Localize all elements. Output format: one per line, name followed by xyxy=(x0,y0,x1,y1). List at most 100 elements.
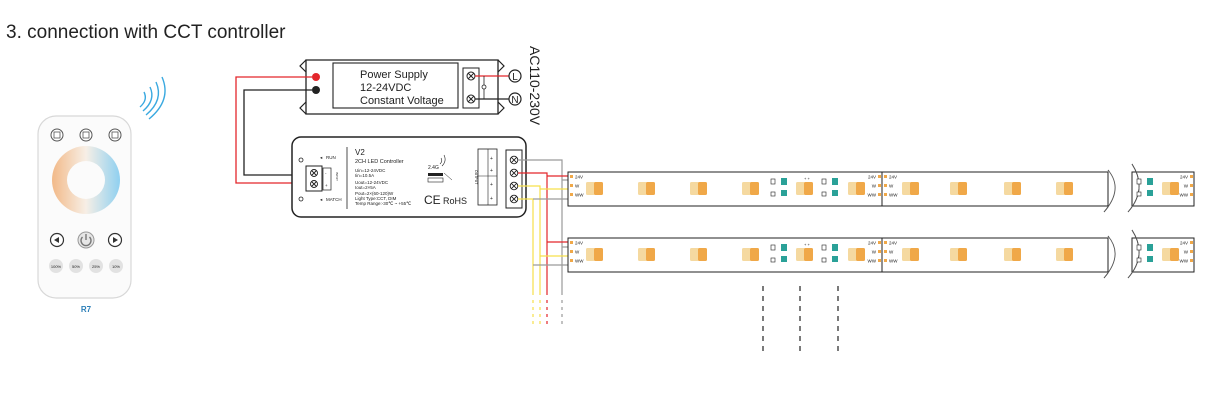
brightness-10-button[interactable] xyxy=(109,259,123,273)
rf-label: 2.4G xyxy=(428,165,439,171)
rohs-mark: RoHS xyxy=(443,196,467,206)
led-chip xyxy=(1004,248,1021,261)
ac-neutral-label: N xyxy=(511,95,518,106)
switch-icon xyxy=(428,173,443,176)
ac-input: L N AC110-230V xyxy=(475,46,543,126)
led-chip xyxy=(848,182,865,195)
cct-controller: - + INPUT ◂ RUN ◂ MATCH V2 2CH LED Contr… xyxy=(291,136,527,218)
spec-temp-range: Temp Range:-30℃ ~ +55℃ xyxy=(355,201,412,206)
led-chip xyxy=(586,182,603,195)
strip-pad-label: 24V xyxy=(889,241,897,246)
brightness-25-button[interactable] xyxy=(89,259,103,273)
led-chip xyxy=(638,248,655,261)
led-chip xyxy=(1004,182,1021,195)
led-chip xyxy=(1162,182,1179,195)
ac-terminal-n-screw-icon xyxy=(466,94,476,104)
psu-to-controller-wires xyxy=(235,76,312,184)
strip-pad-label: WW xyxy=(889,193,898,198)
remote-brightness-buttons: 100% 50% 25% 10% xyxy=(49,259,123,273)
brightness-50-button[interactable] xyxy=(69,259,83,273)
spec-light-type: Light Type:CCT, DIM xyxy=(355,196,397,201)
led-chip xyxy=(902,182,919,195)
input-label: INPUT xyxy=(335,172,339,181)
svg-text:+: + xyxy=(490,196,493,202)
svg-text:+: + xyxy=(490,156,493,162)
controller-name: 2CH LED Controller xyxy=(355,159,404,165)
strip-pad-label: 24V xyxy=(889,175,897,180)
led-chip xyxy=(690,248,707,261)
strip-pad-label: 24V xyxy=(868,241,876,246)
led-chip xyxy=(796,182,813,195)
strip-pad-label: 24V xyxy=(1180,241,1188,246)
led-chip xyxy=(1056,182,1073,195)
remote-nav-buttons xyxy=(49,231,123,249)
strip-pad-label: 24V xyxy=(868,175,876,180)
ac-terminal-l-screw-icon xyxy=(466,71,476,81)
brightness-10-label: 10% xyxy=(112,264,120,269)
svg-text:+: + xyxy=(490,168,493,174)
input-terminal-screw-icon xyxy=(310,169,318,188)
spec-iin: Iin=10.5A xyxy=(355,173,374,178)
spec-uin: Uin=12-24VDC xyxy=(355,168,386,173)
strip-marker: + + xyxy=(804,176,810,181)
strip-pad-label: WW xyxy=(575,259,584,264)
svg-text:◂: ◂ xyxy=(320,197,323,202)
ac-neutral-terminal xyxy=(508,92,522,106)
strip-pad-label: W xyxy=(872,250,877,255)
spec-iout: Iout=2×5A xyxy=(355,185,376,190)
strip-pad-label: WW xyxy=(1180,259,1189,264)
extension-lines xyxy=(762,286,839,352)
strip-pad-label: WW xyxy=(889,259,898,264)
wifi-signal-icon xyxy=(139,76,166,120)
led-chip xyxy=(796,248,813,261)
run-label: RUN xyxy=(326,155,336,160)
led-chip xyxy=(586,248,603,261)
remote-model-label: R7 xyxy=(81,305,92,314)
svg-text:-: - xyxy=(325,171,327,176)
led-chip xyxy=(848,248,865,261)
output-wires xyxy=(518,159,574,328)
spec-pout: Pout=2×(60-120)W xyxy=(355,191,394,196)
output-label: OUTPUT xyxy=(474,170,478,185)
power-supply: Power Supply 12-24VDC Constant Voltage xyxy=(299,59,505,115)
ring-center xyxy=(67,161,105,199)
led-chip xyxy=(902,248,919,261)
strip-pad-label: W xyxy=(575,184,580,189)
rf-signal-icon xyxy=(439,154,446,167)
output-terminal-screw-icon xyxy=(509,155,519,204)
strip-marker: + + xyxy=(804,242,810,247)
strip-pad-label: 24V xyxy=(1180,175,1188,180)
led-chip xyxy=(690,182,707,195)
ce-mark: CE xyxy=(424,193,441,207)
led-chip xyxy=(1056,248,1073,261)
strip-pad-label: W xyxy=(1184,250,1189,255)
power-supply-line-2: 12-24VDC xyxy=(360,82,411,94)
remote-top-buttons xyxy=(50,128,122,142)
strip-pad-label: W xyxy=(889,184,894,189)
strip-pad-label: WW xyxy=(575,193,584,198)
remote-r7: 100% 50% 25% 10% R7 xyxy=(37,76,166,314)
led-chip xyxy=(950,182,967,195)
svg-text:+: + xyxy=(325,183,328,188)
strip-pad-label: 24V xyxy=(575,175,583,180)
brightness-50-label: 50% xyxy=(72,264,80,269)
strip-pad-label: WW xyxy=(868,259,877,264)
dc-positive-terminal xyxy=(312,73,320,81)
strip-pad-label: WW xyxy=(1180,193,1189,198)
led-chip xyxy=(742,248,759,261)
brightness-100-button[interactable] xyxy=(49,259,63,273)
strip-pad-label: W xyxy=(889,250,894,255)
dc-negative-terminal xyxy=(312,86,320,94)
power-supply-label-box xyxy=(332,62,459,109)
output-label-block xyxy=(477,148,498,206)
ac-live-label: L xyxy=(512,72,518,83)
match-label: MATCH xyxy=(326,197,342,202)
page-title: 3. connection with CCT controller xyxy=(6,22,286,43)
brightness-100-label: 100% xyxy=(51,264,62,269)
strip-pad-label: W xyxy=(1184,184,1189,189)
led-chip xyxy=(742,182,759,195)
